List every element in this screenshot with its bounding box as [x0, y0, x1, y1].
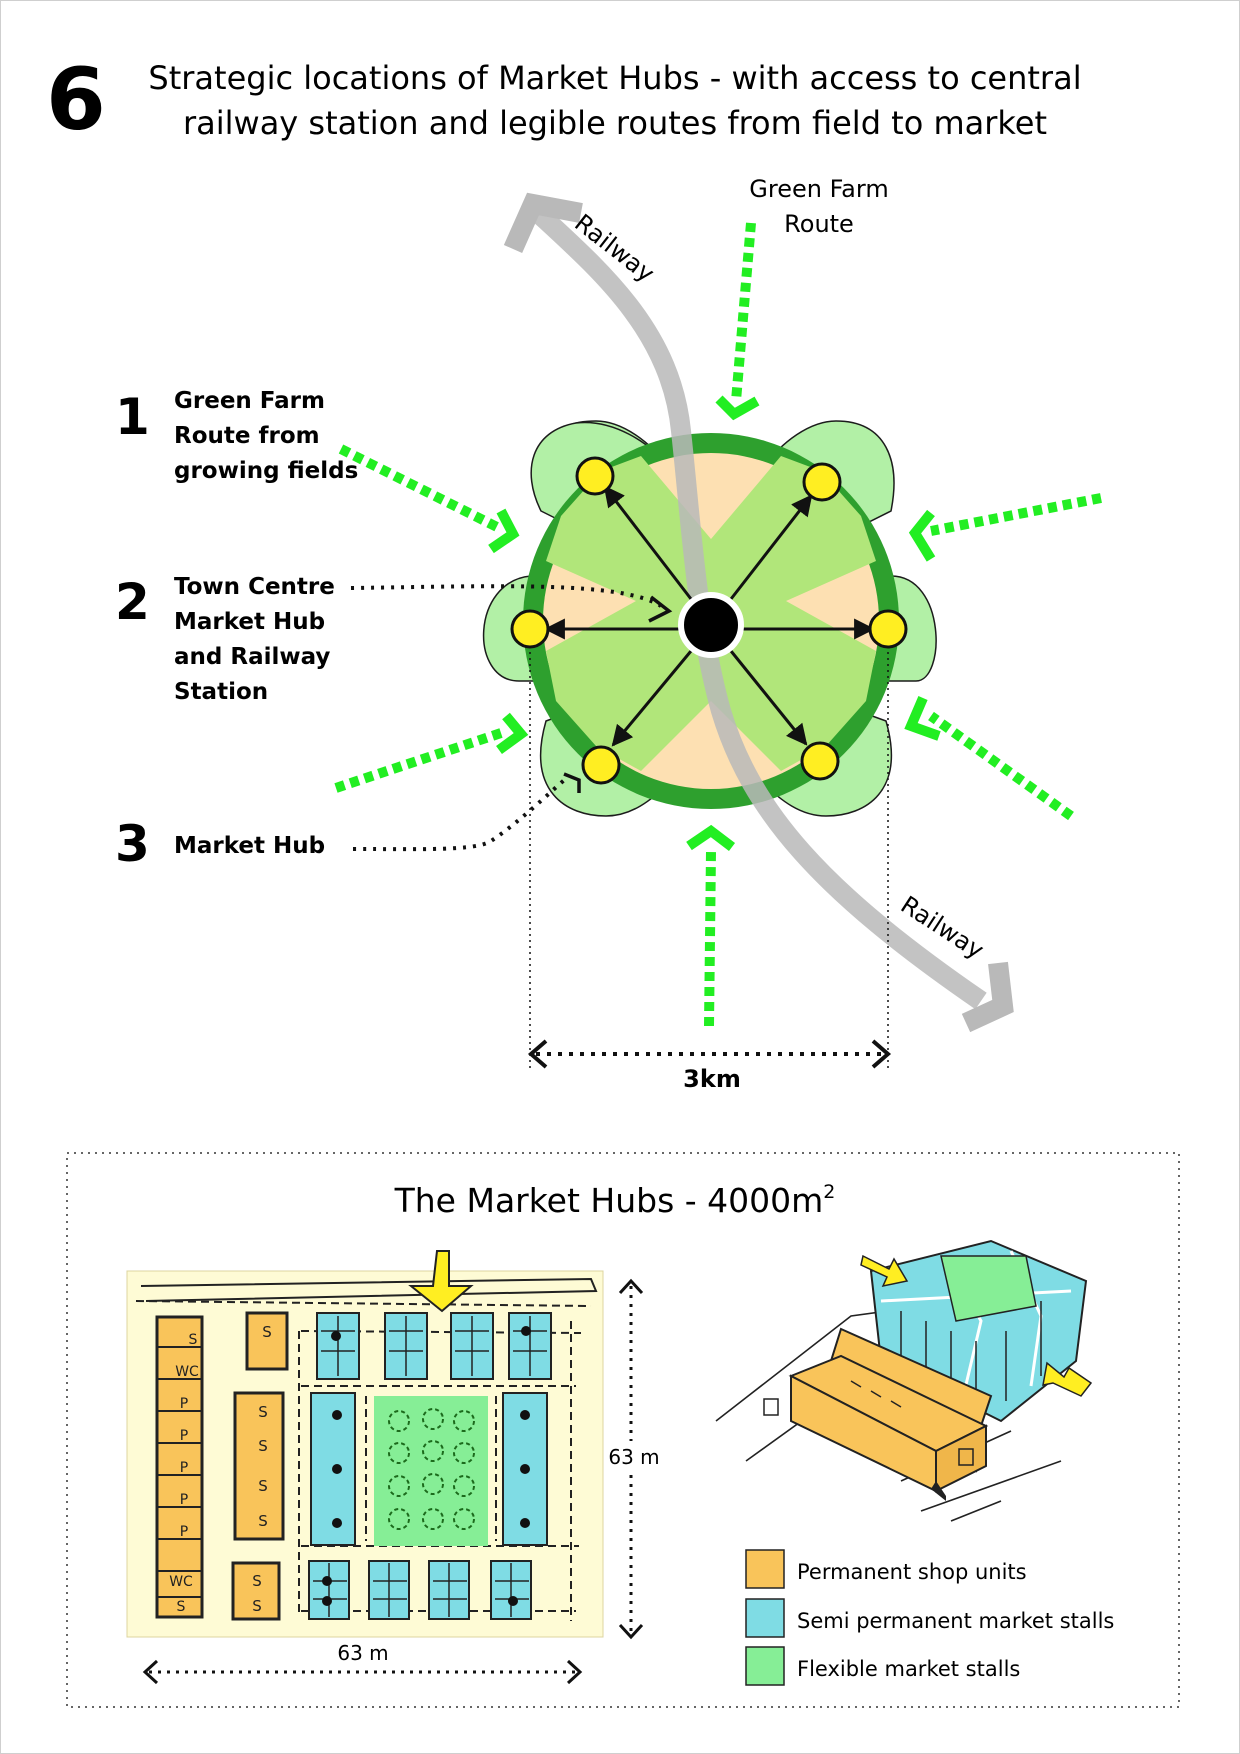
title-line-2: railway station and legible routes from …: [183, 104, 1047, 142]
shop-letter: S: [262, 1323, 272, 1341]
central-railway-station: [678, 592, 744, 658]
green-farm-routes: [334, 222, 1102, 1027]
green-farm-route-label-line-1: Green Farm: [749, 175, 888, 203]
stall-letter: P: [180, 1428, 188, 1444]
key-swatch-semi-permanent: [745, 1598, 785, 1638]
route-east-upper: [930, 493, 1102, 536]
market-hub-left: [510, 609, 550, 649]
green-route-arrowheads: [488, 395, 941, 851]
shop-letter: S: [252, 1572, 262, 1590]
shop-letter: S: [258, 1512, 268, 1530]
stall-letter: WC: [175, 1364, 199, 1380]
distance-arrow: [527, 1039, 892, 1069]
plan-dimension-horizontal: [142, 1659, 583, 1685]
green-farm-route-label-line-2: Route: [784, 210, 854, 238]
stall-letter: P: [180, 1492, 188, 1508]
leader-arrowhead-2: [648, 595, 673, 623]
legend-leaders: [350, 584, 663, 852]
stall-letter: P: [180, 1524, 188, 1540]
shop-block: [245, 1311, 289, 1371]
legend-2-line-2: Market Hub: [174, 609, 325, 635]
shop-unit-end-face: [935, 1424, 987, 1493]
hubs-title-superscript: 2: [823, 1181, 835, 1203]
legend-2-line-1: Town Centre: [174, 574, 335, 600]
route-south: [704, 850, 716, 1027]
distance-label: 3km: [683, 1065, 741, 1093]
flexible-stall-circles: [388, 1408, 475, 1530]
legend-number-2: 2: [115, 573, 150, 631]
market-hub-right: [868, 609, 908, 649]
stall-letter: S: [177, 1599, 186, 1615]
town-diagram: Railway Railway: [334, 192, 1102, 1093]
leader-arrowhead-3: [563, 772, 581, 793]
dim-label-bg: [605, 1441, 661, 1473]
route-west-lower: [334, 728, 503, 793]
hub-site-plan: S WC P P P P P WC S S S S S S: [126, 1250, 661, 1685]
access-arrow-icon: [931, 1481, 946, 1501]
stall-letter: WC: [169, 1574, 193, 1590]
legend-1-line-1: Green Farm: [174, 388, 325, 414]
flexible-stalls-area: [374, 1396, 488, 1546]
hubs-panel-title: The Market Hubs - 4000m2: [394, 1181, 836, 1220]
hub-axonometric-sketch: [715, 1239, 1093, 1522]
key-label-flexible: Flexible market stalls: [797, 1657, 1020, 1681]
stall-letter: P: [180, 1396, 188, 1412]
plan-north-edge: [140, 1277, 598, 1302]
diagram-legend: 1 Green Farm Route from growing fields 2…: [115, 388, 673, 873]
legend-1-line-3: growing fields: [174, 458, 358, 484]
legend-3-line-1: Market Hub: [174, 833, 325, 859]
plan-dimension-vertical-label: 63 m: [608, 1445, 659, 1469]
legend-number-3: 3: [115, 815, 150, 873]
strip-left-dividers: [157, 1346, 202, 1598]
shop-letter: S: [258, 1477, 268, 1495]
market-hubs: [510, 456, 908, 785]
market-hub-top-left: [575, 456, 615, 496]
entry-arrow-icon: [1042, 1361, 1093, 1397]
sketch-stall-details: [763, 1380, 974, 1466]
key-swatch-flexible: [745, 1646, 785, 1686]
market-hub-top-right: [802, 462, 842, 502]
market-hubs-panel: The Market Hubs - 4000m2: [66, 1152, 1180, 1708]
shop-letters: S S S S S S S: [252, 1323, 272, 1615]
key-label-semi-permanent: Semi permanent market stalls: [797, 1609, 1114, 1633]
legend-2-line-3: and Railway: [174, 644, 330, 670]
stall-letter: S: [189, 1332, 198, 1348]
market-hub-bottom-left: [581, 745, 621, 785]
shop-letter: S: [252, 1597, 262, 1615]
entry-arrow-icon: [860, 1254, 909, 1288]
stall-letter: P: [180, 1460, 188, 1476]
route-east-lower: [928, 711, 1074, 821]
shop-letter: S: [258, 1403, 268, 1421]
market-hub-bottom-right: [800, 741, 840, 781]
page-number: 6: [46, 50, 106, 150]
entry-arrow-icon: [408, 1250, 474, 1313]
legend-number-1: 1: [115, 388, 150, 446]
key-swatch-permanent: [745, 1549, 785, 1589]
legend-2-line-4: Station: [174, 679, 268, 705]
access-arrows: [543, 485, 876, 747]
hubs-key: Permanent shop units Semi permanent mark…: [745, 1549, 1114, 1686]
legend-1-line-2: Route from: [174, 423, 320, 449]
hubs-title-main: The Market Hubs - 4000m: [394, 1181, 824, 1220]
permanent-strip-left: [155, 1315, 204, 1619]
strip-left-letters: S WC P P P P P WC S: [169, 1332, 199, 1615]
roof-flexible-area: [940, 1255, 1037, 1322]
route-west-upper: [338, 444, 504, 534]
shop-block: [231, 1561, 281, 1621]
plan-dimension-horizontal-label: 63 m: [337, 1641, 388, 1665]
stall-dots: [322, 1326, 531, 1606]
dimension-guides: [529, 646, 889, 1071]
title-line-1: Strategic locations of Market Hubs - wit…: [148, 59, 1081, 97]
permanent-shop-blocks: [231, 1311, 289, 1621]
key-label-permanent: Permanent shop units: [797, 1560, 1027, 1584]
shop-letter: S: [258, 1437, 268, 1455]
shop-block: [233, 1391, 285, 1541]
route-north: [731, 222, 756, 402]
